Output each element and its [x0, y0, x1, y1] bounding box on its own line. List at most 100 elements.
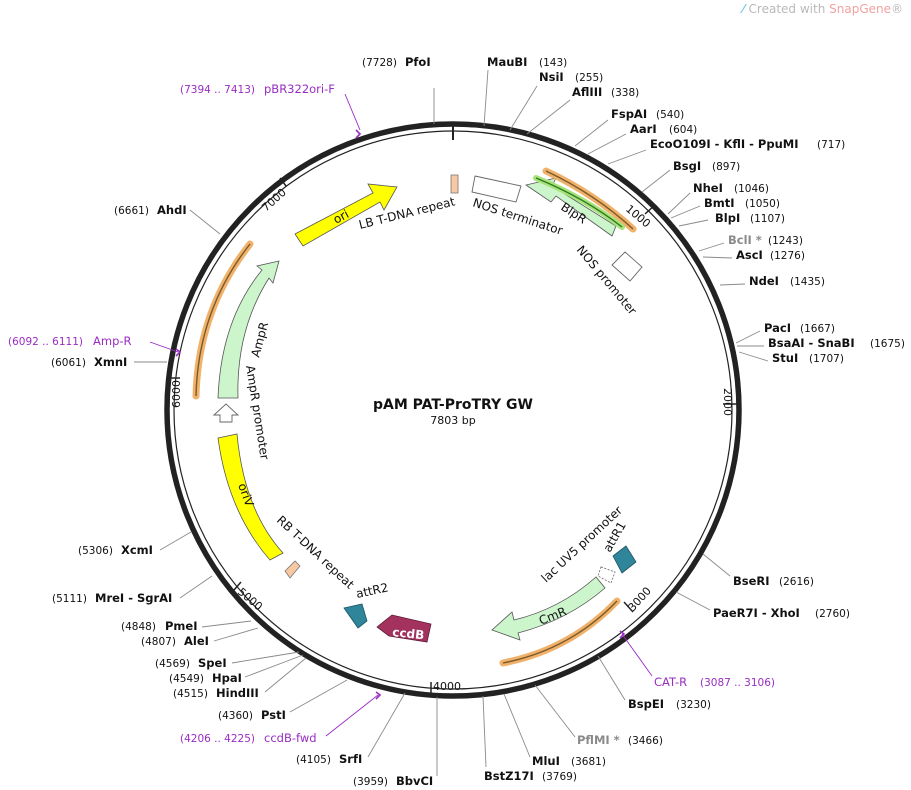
leader-maubi	[483, 69, 489, 127]
feature-ampr[interactable]	[217, 260, 280, 399]
tick-label-2000: 2000	[721, 388, 734, 416]
feature-cmr-orf-arc-core	[502, 600, 618, 664]
site-name-bsgi[interactable]: BsgI	[673, 159, 701, 173]
feature-label-rb-tdna-repeat: RB T-DNA repeat	[274, 513, 357, 592]
leader-nhei	[667, 192, 691, 215]
feature-ccdb[interactable]	[376, 614, 432, 643]
site-name-pflmi[interactable]: PflMI *	[577, 733, 620, 747]
leader-mrei	[179, 575, 213, 599]
feature-rb-tdna-repeat[interactable]	[284, 560, 301, 579]
feature-label-ampr-promoter: AmpR promoter	[243, 364, 272, 460]
feature-label-ampr: AmpR	[248, 321, 271, 359]
site-name-nsii[interactable]: NsiI	[539, 70, 564, 84]
site-name-mlui[interactable]: MluI	[532, 754, 560, 768]
site-name-pfoi[interactable]: PfoI	[405, 55, 431, 69]
snapgene-logo-icon: ⁄	[742, 2, 745, 16]
site-name-hindiii[interactable]: HindIII	[216, 686, 259, 700]
site-pos-bmti: (1050)	[745, 198, 780, 210]
site-name-afliii[interactable]: AflIII	[572, 85, 602, 99]
site-name-paer7i-xhoi[interactable]: PaeR7I - XhoI	[713, 606, 800, 620]
site-name-hpai[interactable]: HpaI	[212, 671, 242, 685]
site-name-ahdi[interactable]: AhdI	[157, 203, 187, 217]
primer-name-pbr322ori-f[interactable]: pBR322ori-F	[264, 82, 335, 96]
site-pos-paer7i-xhoi: (2760)	[815, 608, 850, 620]
leader-afliii	[526, 99, 571, 135]
leader-bcli	[698, 242, 725, 252]
site-name-paci[interactable]: PacI	[764, 321, 791, 335]
leader-cat-r	[621, 633, 653, 677]
site-pos-pmei: (4848)	[121, 621, 156, 633]
site-name-bsaai-snabi[interactable]: BsaAI - SnaBI	[768, 336, 855, 350]
site-name-bcli[interactable]: BclI *	[728, 233, 762, 247]
site-name-ecoo109i-kfli-ppumi[interactable]: EcoO109I - KflI - PpuMI	[650, 137, 798, 151]
feature-nos-terminator[interactable]	[471, 175, 522, 203]
site-pos-ecoo109i-kfli-ppumi: (717)	[817, 139, 845, 151]
leader-amp-r	[149, 341, 179, 353]
primer-name-ccdb-fwd[interactable]: ccdB-fwd	[264, 731, 317, 745]
feature-ampr-orf-arc-core	[195, 243, 251, 397]
leader-ahdi	[189, 209, 221, 235]
leader-pmei	[201, 620, 252, 628]
tick-label-6000: 6000	[170, 380, 183, 408]
site-name-bbvci[interactable]: BbvCI	[396, 774, 433, 788]
site-name-psti[interactable]: PstI	[261, 708, 286, 722]
feature-label-ccdb: ccdB	[392, 625, 425, 642]
feature-lb-tdna-repeat[interactable]	[450, 174, 459, 194]
feature-attr1[interactable]	[612, 545, 637, 574]
site-name-nhei[interactable]: NheI	[693, 181, 723, 195]
feature-nos-promoter[interactable]	[611, 251, 643, 282]
site-pos-bspei: (3230)	[676, 699, 711, 711]
leader-bmti	[670, 205, 701, 219]
site-name-bseri[interactable]: BseRI	[733, 574, 770, 588]
site-name-xmni[interactable]: XmnI	[94, 355, 127, 369]
tick-label-3000: 3000	[626, 585, 654, 615]
site-name-spei[interactable]: SpeI	[198, 656, 227, 670]
site-name-bmti[interactable]: BmtI	[704, 196, 735, 210]
site-name-srfi[interactable]: SrfI	[339, 752, 362, 766]
site-name-bspei[interactable]: BspEI	[628, 697, 664, 711]
site-name-stui[interactable]: StuI	[772, 351, 798, 365]
site-name-ndei[interactable]: NdeI	[749, 274, 779, 288]
primer-mark-cat-r[interactable]	[619, 630, 626, 639]
tick-3000	[623, 601, 634, 613]
site-pos-xmni: (6061)	[51, 357, 86, 369]
feature-ori[interactable]	[294, 183, 398, 247]
primer-name-amp-r[interactable]: Amp-R	[93, 334, 132, 348]
primer-mark-amp-r[interactable]	[175, 348, 182, 357]
site-name-blpi[interactable]: BlpI	[715, 211, 740, 225]
site-name-bstz17i[interactable]: BstZ17I	[484, 769, 534, 783]
feature-oriv[interactable]	[217, 433, 284, 561]
primer-mark-ccdb-fwd[interactable]	[375, 691, 382, 700]
site-pos-xcmi: (5306)	[78, 545, 113, 557]
feature-attr2[interactable]	[343, 603, 368, 629]
site-pos-alei: (4807)	[141, 636, 176, 648]
site-name-maubi[interactable]: MauBI	[487, 55, 527, 69]
leader-aari	[587, 133, 627, 155]
site-pos-hindiii: (4515)	[173, 688, 208, 700]
leader-bseri	[702, 553, 731, 577]
site-pos-pfoi: (7728)	[362, 57, 397, 69]
leader-pbr322ori-f	[344, 93, 361, 131]
site-name-fspai[interactable]: FspAI	[611, 107, 647, 121]
tick-marks	[166, 125, 737, 696]
site-pos-bseri: (2616)	[779, 576, 814, 588]
primer-labels: (7394 .. 7413) pBR322ori-F (6092 .. 6111…	[8, 82, 775, 745]
site-pos-ahdi: (6661)	[114, 205, 149, 217]
feature-lac-uv5-promoter[interactable]	[597, 566, 616, 584]
site-name-xcmi[interactable]: XcmI	[121, 543, 153, 557]
primer-mark-pbr322ori-f[interactable]	[355, 129, 362, 139]
site-name-aari[interactable]: AarI	[630, 122, 657, 136]
feature-cmr[interactable]	[491, 576, 606, 641]
feature-ampr-promoter[interactable]	[212, 403, 240, 423]
leader-spei	[231, 651, 300, 664]
site-name-asci[interactable]: AscI	[736, 248, 763, 262]
site-name-mrei-sgrai[interactable]: MreI - SgrAI	[95, 591, 172, 605]
primer-name-cat-r[interactable]: CAT-R	[654, 675, 687, 689]
leader-stui	[738, 351, 769, 362]
tick-5000	[233, 581, 242, 591]
leader-paer7i	[675, 591, 711, 611]
site-name-alei[interactable]: AleI	[184, 634, 209, 648]
site-name-pmei[interactable]: PmeI	[165, 619, 198, 633]
site-pos-paci: (1667)	[800, 323, 835, 335]
